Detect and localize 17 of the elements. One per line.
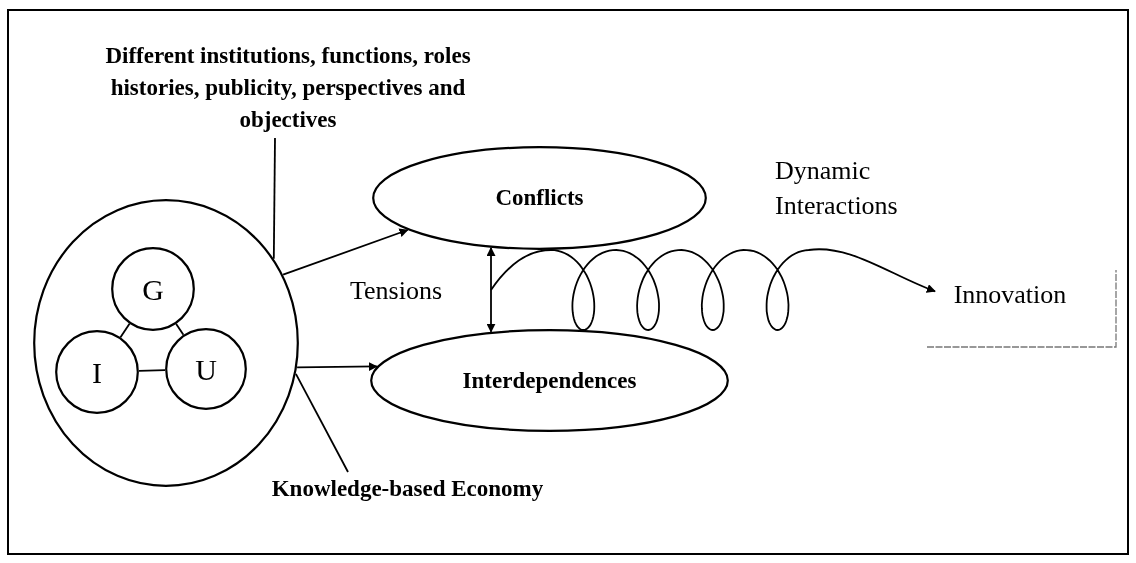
leader-line [272,137,276,260]
connector-line [119,322,131,339]
double-arrow [486,246,496,333]
node-text: G [142,271,164,308]
annotation-text: Innovation [935,278,1085,312]
node-text: Interdependences [462,366,637,395]
arrow [296,362,378,371]
connector-line [175,323,185,336]
annotation-text: Knowledge-based Economy [240,472,575,506]
spiral-arrow [490,248,936,331]
node-text: I [92,354,102,391]
arrow [282,228,409,276]
leader-line [295,372,349,473]
node-text: U [195,351,217,388]
node-text: Conflicts [495,184,584,212]
annotation-text: Different institutions, functions, roles histories, publicity, perspectives and objectives [62,38,514,138]
connector-line [138,369,166,372]
